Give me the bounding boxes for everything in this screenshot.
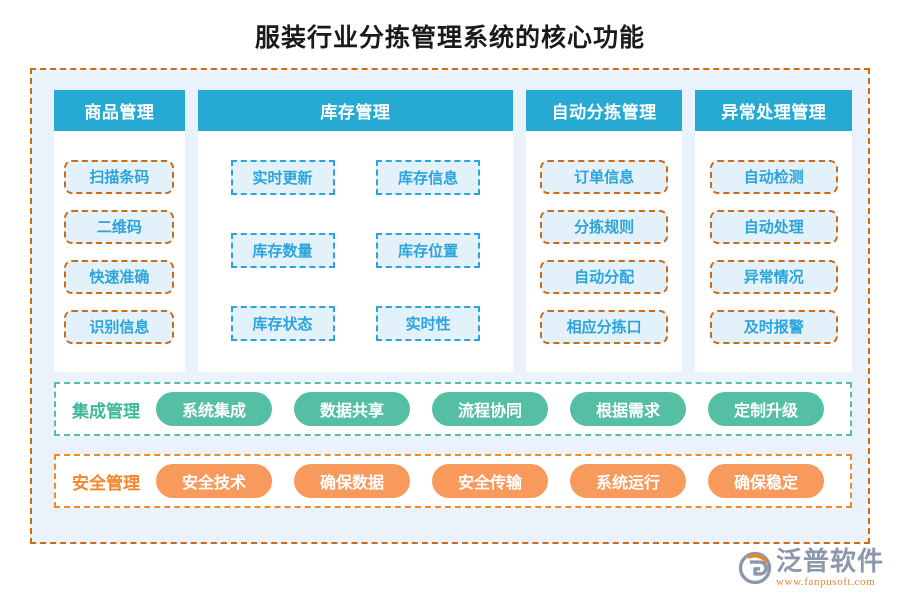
panel-body-product: 扫描条码 二维码 快速准确 识别信息 — [54, 131, 185, 372]
chip-item[interactable]: 分拣规则 — [540, 209, 669, 244]
logo-website-url: www.fanpusoft.com — [775, 575, 876, 588]
chip-item[interactable]: 自动处理 — [709, 209, 838, 244]
chip-item[interactable]: 库存状态 — [230, 306, 335, 341]
panel-body-inventory: 实时更新 库存信息 库存数量 库存位置 库存状态 实时性 — [198, 131, 513, 372]
pill-item[interactable]: 流程协同 — [432, 392, 548, 426]
chip-item[interactable]: 二维码 — [64, 209, 175, 244]
logo-company-name: 泛普软件 — [775, 546, 884, 577]
integration-row-label: 集成管理 — [72, 401, 140, 421]
panel-exception-handling-management: 异常处理管理 自动检测 自动处理 异常情况 及时报警 — [695, 90, 853, 372]
chip-item[interactable]: 实时性 — [376, 306, 481, 341]
panel-header-product: 商品管理 — [54, 90, 185, 131]
pill-item[interactable]: 定制升级 — [708, 392, 824, 426]
pill-item[interactable]: 确保数据 — [294, 464, 410, 498]
panel-product-management: 商品管理 扫描条码 二维码 快速准确 识别信息 — [54, 90, 185, 372]
chip-item[interactable]: 异常情况 — [709, 259, 838, 294]
panel-header-exception: 异常处理管理 — [695, 90, 853, 131]
panel-auto-sorting-management: 自动分拣管理 订单信息 分拣规则 自动分配 相应分拣口 — [525, 90, 683, 372]
integration-row: 集成管理 系统集成 数据共享 流程协同 根据需求 定制升级 — [54, 382, 852, 436]
chip-item[interactable]: 自动检测 — [709, 159, 838, 194]
chip-item[interactable]: 订单信息 — [540, 159, 669, 194]
panel-body-exception: 自动检测 自动处理 异常情况 及时报警 — [695, 131, 852, 372]
chip-item[interactable]: 库存数量 — [230, 233, 335, 268]
chip-item[interactable]: 及时报警 — [709, 309, 838, 344]
security-row: 安全管理 安全技术 确保数据 安全传输 系统运行 确保稳定 — [54, 454, 852, 508]
pill-item[interactable]: 安全技术 — [156, 464, 272, 498]
fanpu-logo-icon — [738, 551, 772, 585]
integration-pills: 系统集成 数据共享 流程协同 根据需求 定制升级 — [156, 392, 824, 426]
brand-logo: 泛普软件 www.fanpusoft.com — [704, 544, 884, 592]
panel-header-auto-sorting: 自动分拣管理 — [525, 90, 683, 131]
chip-item[interactable]: 实时更新 — [230, 160, 335, 195]
pill-item[interactable]: 确保稳定 — [708, 464, 824, 498]
chip-item[interactable]: 库存信息 — [376, 160, 481, 195]
logo-text-block: 泛普软件 www.fanpusoft.com — [775, 546, 884, 588]
page-title: 服装行业分拣管理系统的核心功能 — [254, 24, 645, 52]
outer-dashed-frame: 商品管理 扫描条码 二维码 快速准确 识别信息 库存管理 实时更新 库存信息 库… — [30, 68, 870, 544]
pill-item[interactable]: 数据共享 — [294, 392, 410, 426]
columns-container: 商品管理 扫描条码 二维码 快速准确 识别信息 库存管理 实时更新 库存信息 库… — [54, 90, 853, 372]
chip-item[interactable]: 库存位置 — [376, 233, 481, 268]
security-pills: 安全技术 确保数据 安全传输 系统运行 确保稳定 — [156, 464, 824, 498]
pill-item[interactable]: 系统运行 — [570, 464, 686, 498]
panel-header-inventory: 库存管理 — [197, 90, 513, 131]
pill-item[interactable]: 根据需求 — [570, 392, 686, 426]
pill-item[interactable]: 安全传输 — [432, 464, 548, 498]
pill-item[interactable]: 系统集成 — [156, 392, 272, 426]
chip-item[interactable]: 快速准确 — [64, 259, 175, 294]
panel-body-auto-sorting: 订单信息 分拣规则 自动分配 相应分拣口 — [526, 131, 683, 372]
panel-inventory-management: 库存管理 实时更新 库存信息 库存数量 库存位置 库存状态 实时性 — [197, 90, 513, 372]
chip-item[interactable]: 识别信息 — [64, 309, 175, 344]
chip-item[interactable]: 自动分配 — [540, 259, 669, 294]
security-row-label: 安全管理 — [72, 473, 140, 493]
chip-item[interactable]: 相应分拣口 — [540, 309, 669, 344]
chip-item[interactable]: 扫描条码 — [64, 159, 175, 194]
